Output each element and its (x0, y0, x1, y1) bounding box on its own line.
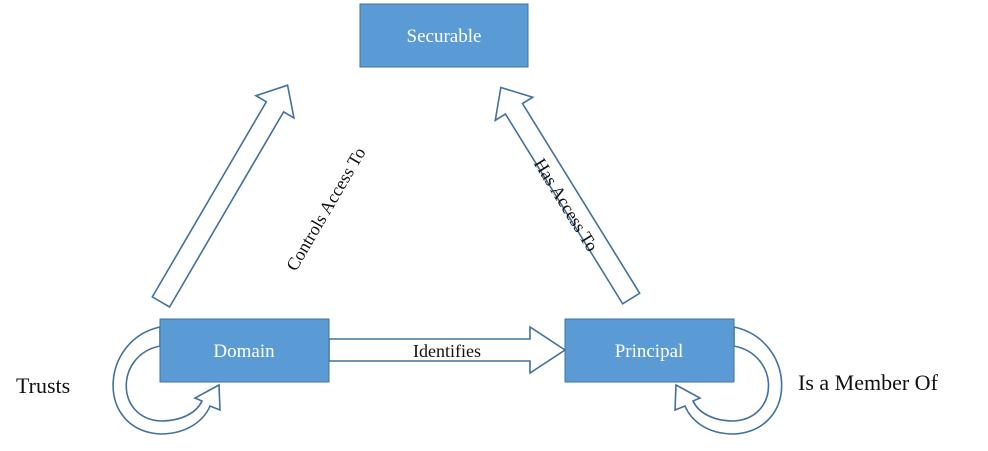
principal-node (564, 318, 735, 383)
is-a-member-of-label: Is a Member Of (798, 370, 939, 395)
securable-node (359, 3, 529, 68)
domain-label: Domain (213, 341, 275, 362)
controls-access-to-arrow (151, 84, 296, 309)
trusts-loop-arrow (112, 326, 221, 435)
is-a-member-of-loop-arrow (674, 326, 783, 435)
identifies-arrow (328, 325, 567, 375)
domain-node (159, 318, 330, 383)
has-access-to-label: Has Access To (530, 155, 602, 255)
controls-access-to-label: Controls Access To (282, 144, 370, 274)
has-access-to-arrow (494, 86, 641, 305)
principal-label: Principal (615, 341, 684, 362)
identifies-label: Identifies (413, 341, 481, 361)
securable-label: Securable (407, 26, 482, 47)
trusts-label: Trusts (16, 373, 70, 398)
